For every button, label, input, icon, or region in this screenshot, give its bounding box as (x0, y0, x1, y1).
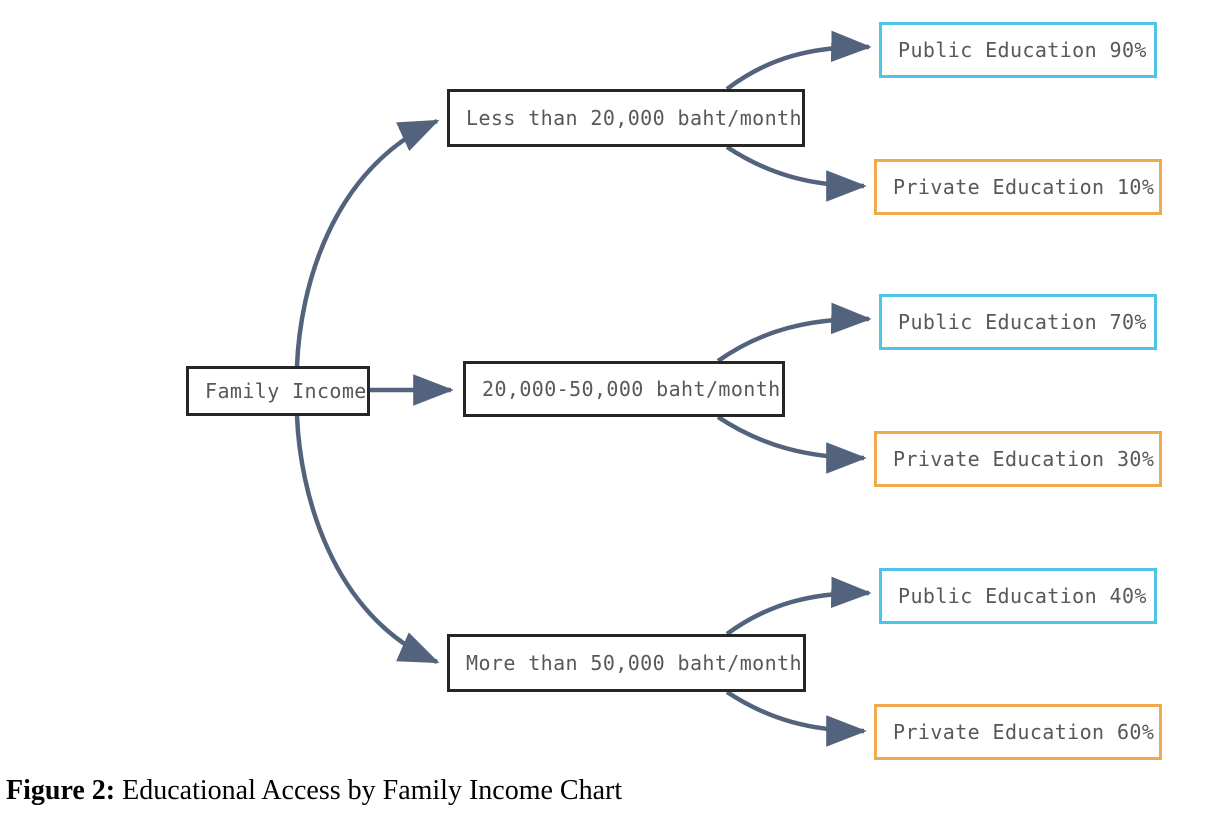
node-income-20000-50000-label: 20,000-50,000 baht/month (482, 377, 781, 401)
node-public-education-70[interactable]: Public Education 70% (879, 294, 1157, 350)
node-private-education-10-label: Private Education 10% (893, 175, 1155, 199)
edge-income-low-to-private-10 (725, 145, 867, 202)
edge-root-to-income-low (294, 118, 440, 367)
edge-income-high-to-private-60 (725, 690, 867, 747)
figure-caption-label: Figure 2: (6, 775, 116, 806)
figure-caption-title: Educational Access by Family Income Char… (122, 775, 623, 806)
edge-root-to-income-high (294, 415, 440, 665)
node-income-more-than-50000-label: More than 50,000 baht/month (466, 651, 802, 675)
node-public-education-40[interactable]: Public Education 40% (879, 568, 1157, 624)
node-public-education-90[interactable]: Public Education 90% (879, 22, 1157, 78)
figure-caption: Figure 2: Educational Access by Family I… (6, 775, 1206, 807)
node-income-20000-50000[interactable]: 20,000-50,000 baht/month (463, 361, 785, 417)
node-income-less-than-20000-label: Less than 20,000 baht/month (466, 106, 802, 130)
node-family-income-label: Family Income (205, 379, 367, 403)
edge-income-mid-to-public-70 (716, 302, 872, 363)
node-private-education-60-label: Private Education 60% (893, 720, 1155, 744)
edge-income-mid-to-private-30 (716, 415, 867, 474)
node-private-education-30[interactable]: Private Education 30% (874, 431, 1162, 487)
node-income-more-than-50000[interactable]: More than 50,000 baht/month (447, 634, 806, 692)
edge-income-low-to-public-90 (725, 30, 872, 91)
node-income-less-than-20000[interactable]: Less than 20,000 baht/month (447, 89, 805, 147)
edge-income-high-to-public-40 (725, 576, 872, 636)
node-public-education-70-label: Public Education 70% (898, 310, 1147, 334)
node-public-education-40-label: Public Education 40% (898, 584, 1147, 608)
node-public-education-90-label: Public Education 90% (898, 38, 1147, 62)
node-private-education-30-label: Private Education 30% (893, 447, 1155, 471)
node-private-education-10[interactable]: Private Education 10% (874, 159, 1162, 215)
flowchart-diagram: Family Income Less than 20,000 baht/mont… (186, 22, 1162, 760)
node-family-income[interactable]: Family Income (186, 366, 370, 416)
node-private-education-60[interactable]: Private Education 60% (874, 704, 1162, 760)
